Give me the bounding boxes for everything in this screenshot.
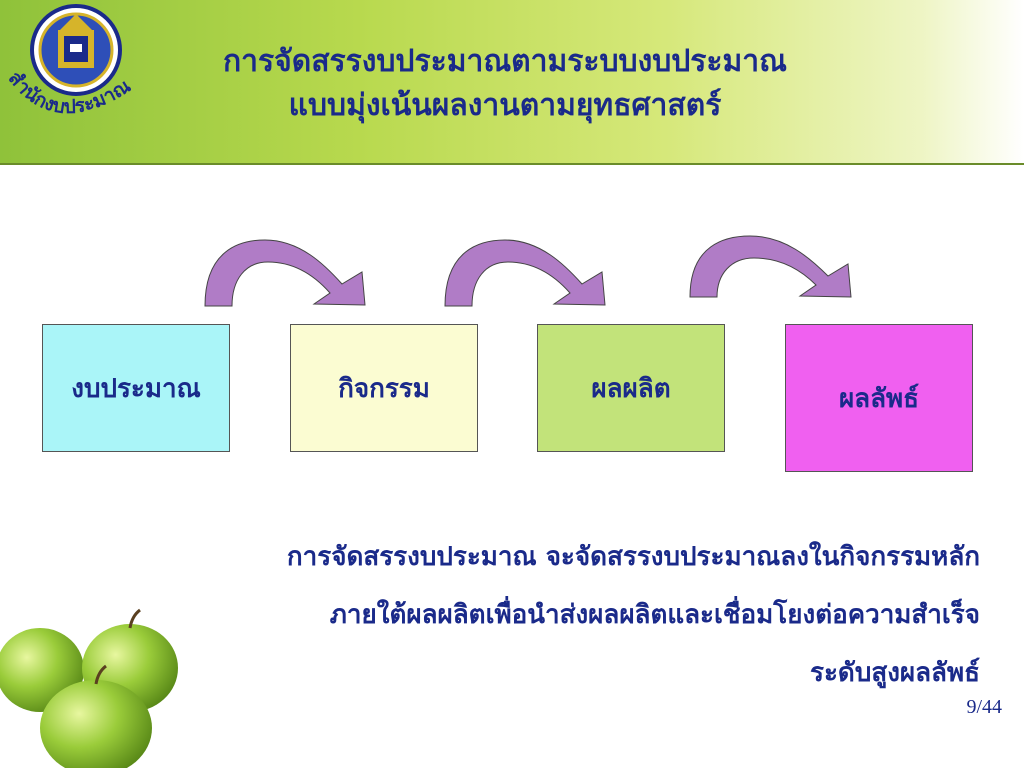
flow-box-outcome: ผลลัพธ์ (785, 324, 973, 472)
curved-arrow-icon (204, 239, 366, 307)
description-line-3: ระดับสูงผลลัพธ์ (810, 658, 980, 688)
description-line-2: ภายใต้ผลผลิตเพื่อนำส่งผลผลิตและเชื่อมโยง… (329, 600, 980, 630)
green-apples-image (0, 608, 178, 768)
page-number: 9/44 (966, 696, 1002, 718)
budget-bureau-seal-icon (30, 4, 122, 96)
flow-arrows (204, 235, 852, 307)
curved-arrow-icon (444, 239, 606, 307)
description-text: การจัดสรรงบประมาณ จะจัดสรรงบประมาณลงในกิ… (90, 528, 980, 702)
flow-box-budget: งบประมาณ (42, 324, 230, 452)
flow-box-label: กิจกรรม (338, 373, 430, 404)
flow-box-label: ผลลัพธ์ (838, 383, 920, 414)
flow-box-label: ผลผลิต (591, 373, 671, 404)
curved-arrow-icon (689, 235, 852, 298)
title-line-2: แบบมุ่งเน้นผลงานตามยุทธศาสตร์ (288, 88, 722, 123)
flow-box-output: ผลผลิต (537, 324, 725, 452)
description-line-1: การจัดสรรงบประมาณ จะจัดสรรงบประมาณลงในกิ… (286, 542, 980, 572)
title-line-1: การจัดสรรงบประมาณตามระบบงบประมาณ (223, 44, 787, 79)
page-title: การจัดสรรงบประมาณตามระบบงบประมาณ แบบมุ่ง… (160, 40, 850, 128)
flow-box-activity: กิจกรรม (290, 324, 478, 452)
header-banner: สำนักงบประมาณ การจัดสรรงบประมาณตามระบบงบ… (0, 0, 1024, 165)
flow-box-label: งบประมาณ (71, 373, 201, 404)
